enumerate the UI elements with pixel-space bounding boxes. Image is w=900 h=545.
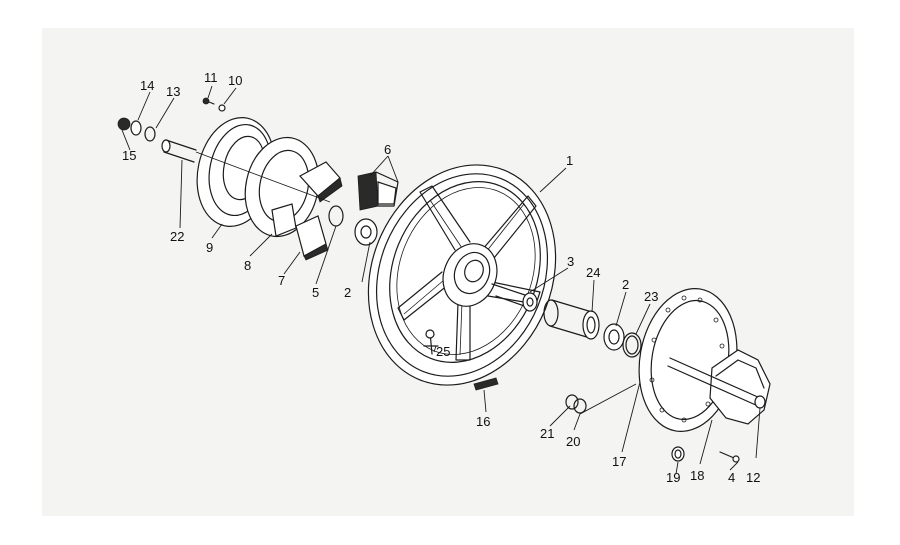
callout-4: 4: [728, 470, 735, 485]
part-16-clip: [473, 377, 499, 391]
part-25-valve: [423, 329, 439, 355]
callout-2-right: 2: [622, 277, 629, 292]
callout-9: 9: [206, 240, 213, 255]
callout-2-left: 2: [344, 285, 351, 300]
callout-25: 25: [436, 344, 450, 359]
callout-8: 8: [244, 258, 251, 273]
part-2-bearing-left: [354, 218, 378, 246]
callout-22: 22: [170, 229, 184, 244]
callout-20: 20: [566, 434, 580, 449]
part-12-axle: [667, 357, 766, 409]
part-10-11-screw: [202, 97, 226, 112]
part-20-21-washers: [565, 394, 587, 414]
callout-labels: 1 2 2 3 4 5 6 7 8 9 10 11 12 13 14 15 16…: [122, 70, 760, 485]
part-7-rubber-blocks: [271, 161, 343, 261]
callout-21: 21: [540, 426, 554, 441]
leader-lines: [121, 85, 761, 475]
callout-14: 14: [140, 78, 154, 93]
callout-7: 7: [278, 273, 285, 288]
wheel-spokes: [397, 185, 541, 361]
part-4-bolt: [719, 451, 740, 463]
callout-16: 16: [476, 414, 490, 429]
callout-18: 18: [690, 468, 704, 483]
callout-19: 19: [666, 470, 680, 485]
callout-6: 6: [384, 142, 391, 157]
callout-11: 11: [204, 70, 218, 85]
callout-5: 5: [312, 285, 319, 300]
part-19-nut: [671, 446, 685, 462]
callout-1: 1: [566, 153, 573, 168]
part-22-pin: [161, 139, 331, 203]
part-23-seal: [622, 332, 642, 358]
callout-13: 13: [166, 84, 180, 99]
part-2-bearing-right: [603, 323, 625, 351]
callout-12: 12: [746, 470, 760, 485]
callout-10: 10: [228, 73, 242, 88]
part-14-15-nut: [117, 117, 142, 136]
callout-24: 24: [586, 265, 600, 280]
callout-3: 3: [567, 254, 574, 269]
callout-15: 15: [122, 148, 136, 163]
wheel-hub: [442, 243, 498, 307]
part-3-spacer: [491, 283, 538, 312]
part-18-carrier-flange: [709, 349, 771, 425]
part-24-sleeve: [543, 299, 600, 340]
part-6-damper-segments: [357, 171, 399, 211]
part-5-circlip: [328, 205, 344, 227]
callout-23: 23: [644, 289, 658, 304]
callout-17: 17: [612, 454, 626, 469]
part-13-washer: [144, 126, 156, 142]
